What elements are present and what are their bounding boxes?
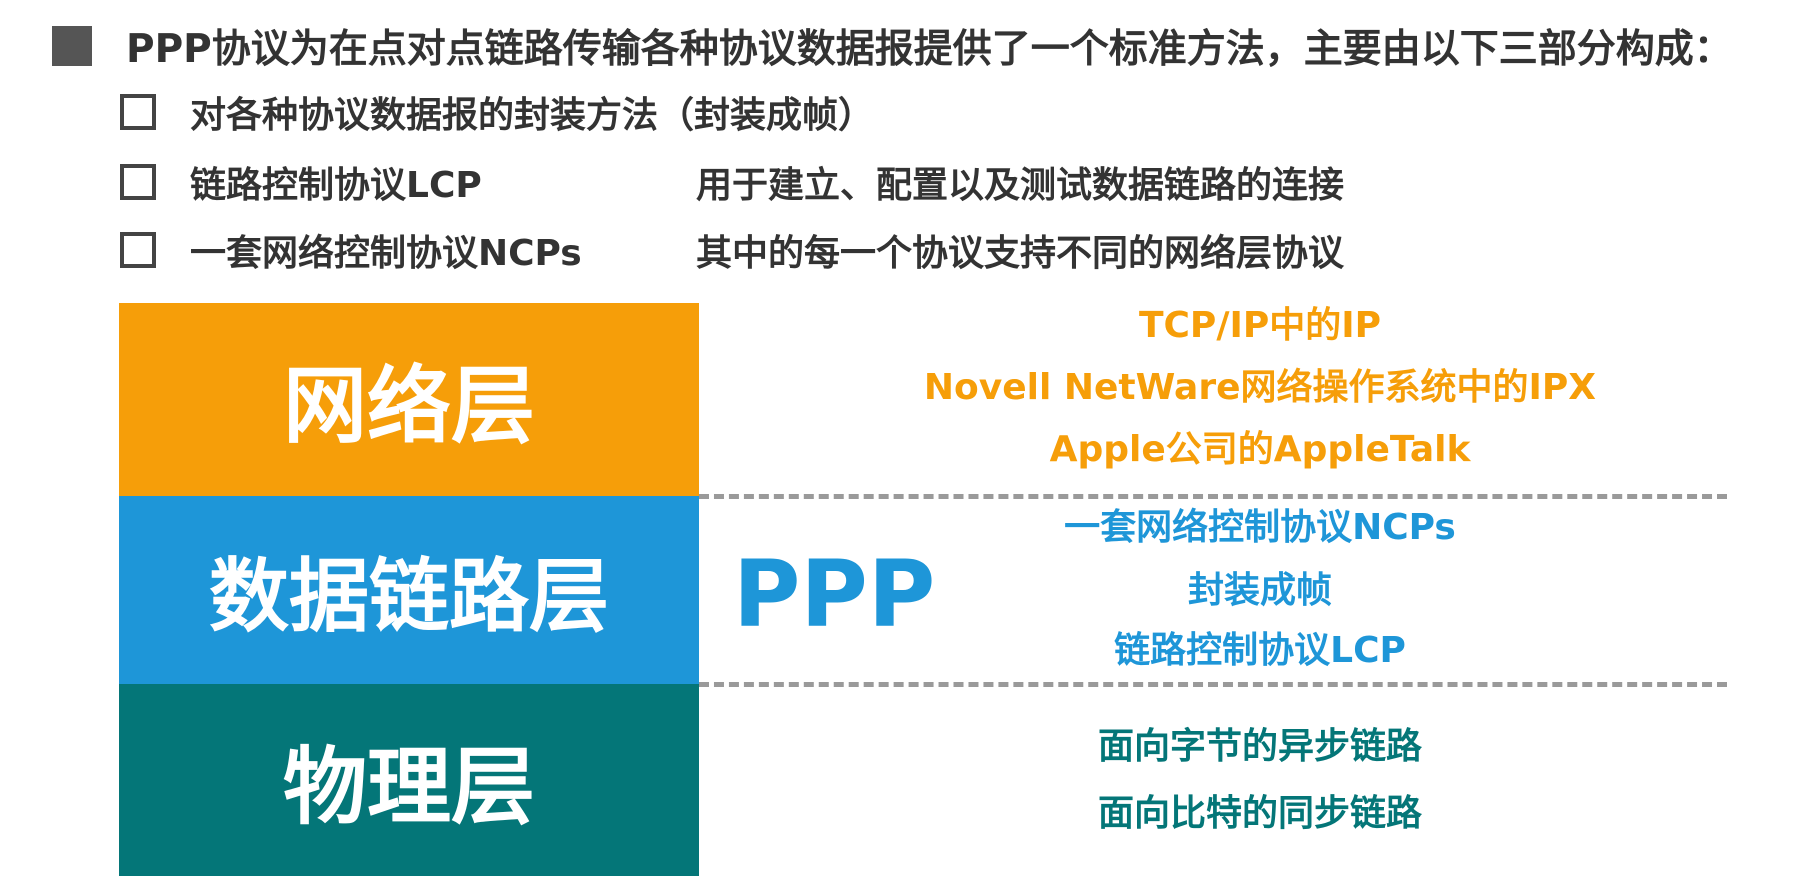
datalink-component-item: 一套网络控制协议NCPs xyxy=(1064,507,1456,548)
datalink-layer-block: 数据链路层 xyxy=(119,496,699,684)
physical-link-item: 面向字节的异步链路 xyxy=(1097,726,1422,767)
network-protocol-item: Apple公司的AppleTalk xyxy=(1049,429,1471,470)
bullet-label: 一套网络控制协议NCPs xyxy=(190,233,582,274)
bullet-description: 用于建立、配置以及测试数据链路的连接 xyxy=(696,165,1345,206)
slide-title: PPP协议为在点对点链路传输各种协议数据报提供了一个标准方法，主要由以下三部分构… xyxy=(126,27,1733,72)
network-layer-block: 网络层 xyxy=(119,303,699,496)
checkbox-icon xyxy=(120,94,156,130)
bullet-item-encapsulation: 对各种协议数据报的封装方法（封装成帧） xyxy=(120,87,874,137)
bullet-description: 其中的每一个协议支持不同的网络层协议 xyxy=(696,233,1345,274)
title-row: PPP协议为在点对点链路传输各种协议数据报提供了一个标准方法，主要由以下三部分构… xyxy=(52,18,1733,74)
network-protocol-item: TCP/IP中的IP xyxy=(1138,305,1382,346)
checkbox-icon xyxy=(120,232,156,268)
ppp-protocol-label: PPP xyxy=(733,541,936,648)
bullet-item-lcp: 链路控制协议LCP 用于建立、配置以及测试数据链路的连接 xyxy=(120,157,1344,207)
network-protocol-item: Novell NetWare网络操作系统中的IPX xyxy=(923,367,1597,408)
datalink-component-item: 链路控制协议LCP xyxy=(1114,630,1406,671)
physical-link-item: 面向比特的同步链路 xyxy=(1097,793,1422,834)
bullet-item-ncps: 一套网络控制协议NCPs 其中的每一个协议支持不同的网络层协议 xyxy=(120,225,1344,275)
bullet-label: 链路控制协议LCP xyxy=(190,165,482,206)
checkbox-icon xyxy=(120,164,156,200)
layer-divider-upper xyxy=(699,494,1727,499)
layer-divider-lower xyxy=(699,682,1727,687)
bullet-label: 对各种协议数据报的封装方法（封装成帧） xyxy=(190,95,875,136)
datalink-component-item: 封装成帧 xyxy=(1187,570,1332,611)
square-bullet-icon xyxy=(52,26,92,66)
physical-layer-block: 物理层 xyxy=(119,684,699,876)
